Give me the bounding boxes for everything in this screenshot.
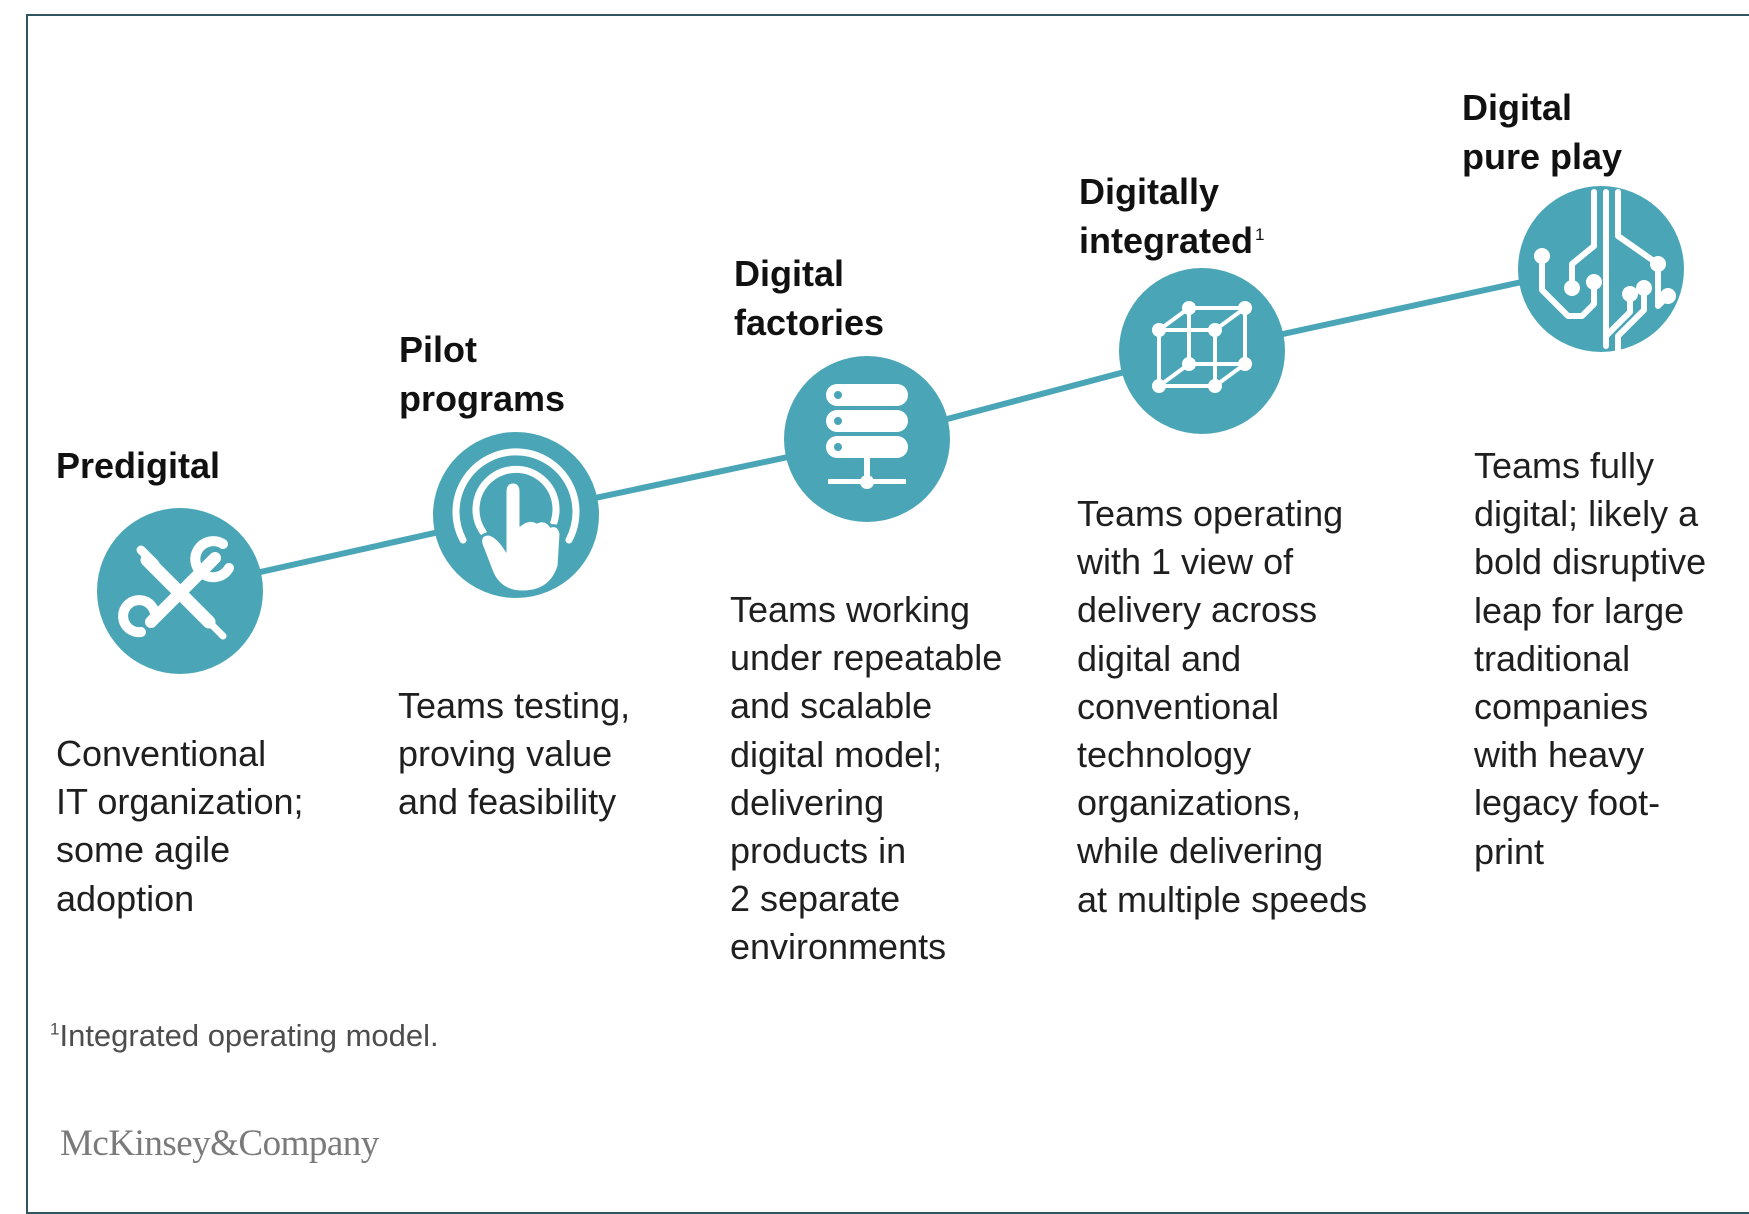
stage-title-text: Digitally integrated [1079,171,1254,261]
circuit-icon [1518,186,1684,352]
pointing-hand-icon [433,432,599,598]
server-stack-icon [784,356,950,522]
footnote: 1Integrated operating model. [50,1018,439,1054]
mckinsey-logo: McKinsey&Company [60,1123,379,1164]
stage-description-predigital: Conventional IT organization; some agile… [56,733,304,919]
stage-title-text: Pilot programs [399,329,566,419]
footnote-text: Integrated operating model. [59,1018,439,1053]
stage-title-digital-factories: Digital factories [734,200,884,347]
footnote-mark: 1 [1255,225,1265,244]
stage-description-digitally-integrated: Teams operating with 1 view of delivery … [1077,493,1368,920]
wrench-screwdriver-icon [97,508,263,674]
stage-title-text: Digital factories [734,253,885,343]
cube-network-icon [1119,268,1285,434]
stage-title-pilot-programs: Pilot programs [399,276,565,423]
footnote-mark: 1 [50,1019,60,1039]
stage-description-digital-pure-play: Teams fully digital; likely a bold disru… [1474,445,1707,872]
stage-description-pilot-programs: Teams testing, proving value and feasibi… [398,685,631,823]
stage-title-text: Digital pure play [1462,87,1623,177]
stage-title-digital-pure-play: Digital pure play [1462,34,1622,181]
stage-title-predigital: Predigital [56,392,220,490]
stage-title-text: Predigital [56,445,221,486]
stage-description-digital-factories: Teams working under repeatable and scala… [730,589,1003,968]
